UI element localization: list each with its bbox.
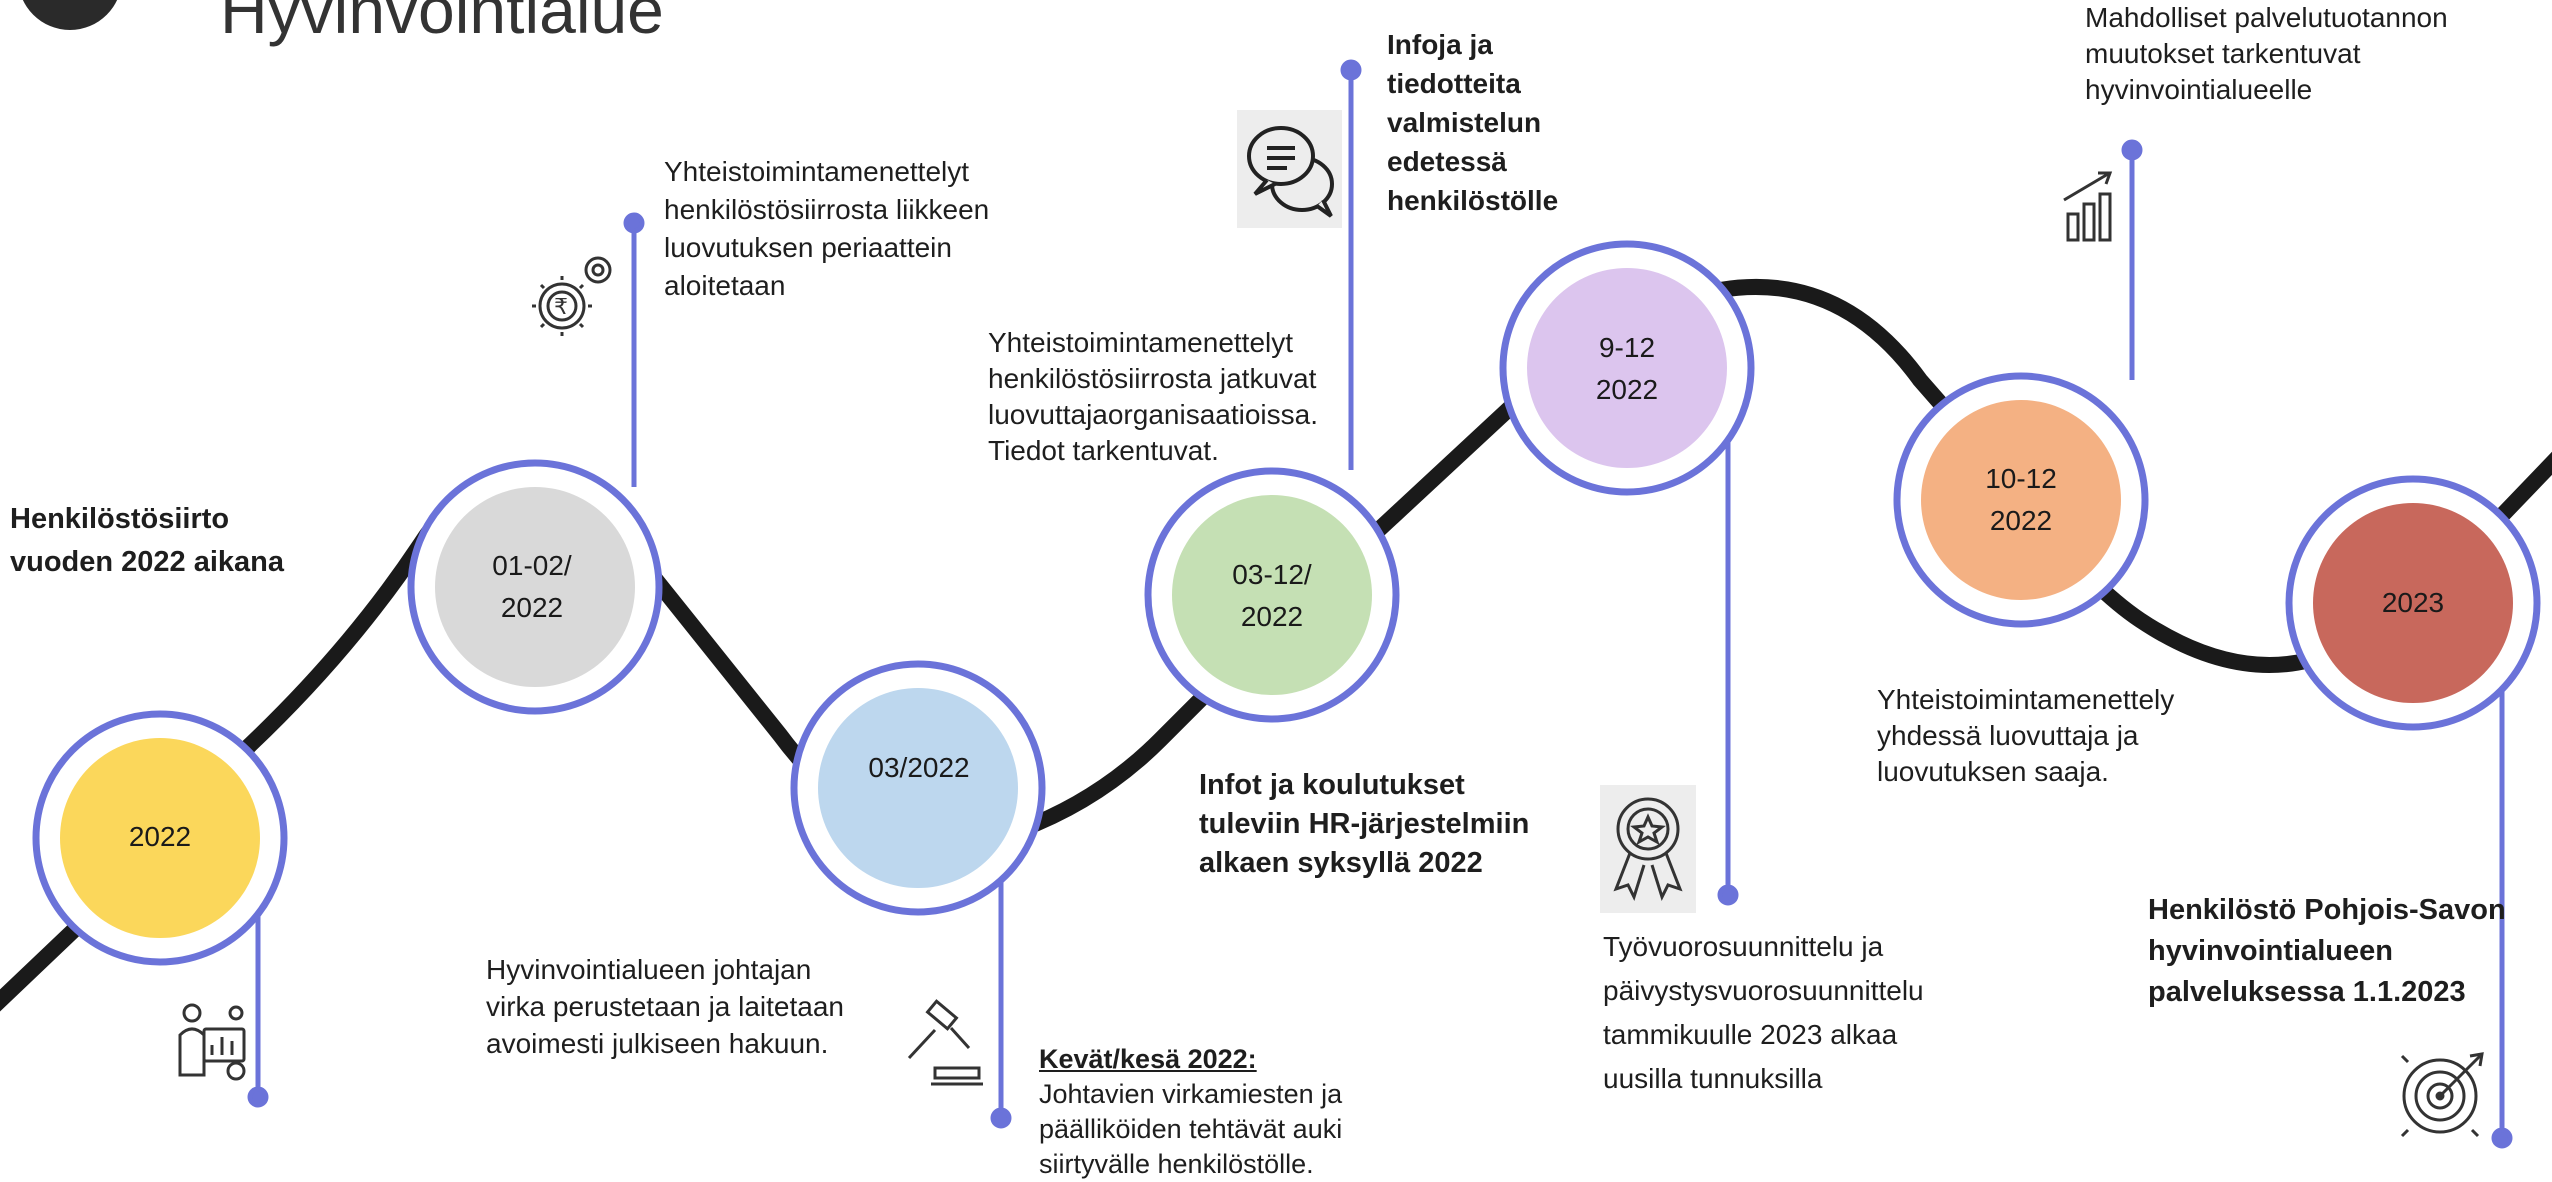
milestone-label-1012: 10-12 2022 (1985, 463, 2057, 536)
stem-dot-2022 (247, 1086, 269, 1108)
header-bullet (22, 0, 118, 30)
growth-chart-icon (2063, 171, 2113, 242)
milestone-fill-m1012 (1921, 400, 2121, 600)
stem-dot-03 (990, 1107, 1012, 1129)
milestone-label-0312: 03-12/ 2022 (1232, 559, 1312, 632)
stem-dot-912 (1717, 884, 1739, 906)
shift-planning-text: Työvuorosuunnittelu ja päivystysvuorosuu… (1603, 931, 1924, 1094)
milestone-fill-m0312 (1172, 495, 1372, 695)
milestone-fill-m03 (818, 688, 1018, 888)
timeline-diagram: ₹ (0, 0, 2552, 1149)
milestone-label-2022: 2022 (128, 821, 192, 852)
milestone-fill-m0102 (435, 487, 635, 687)
page-title: Hyvinvointialue (220, 0, 664, 47)
target-arrow-icon (2400, 1052, 2484, 1138)
spring-text-block: Kevät/kesä 2022: Johtavien virkamiesten j… (1039, 1007, 1342, 1182)
milestone-label-0102: 01-02/ 2022 (492, 550, 572, 623)
yt-continue-text: Yhteistoimintamenettelyt henkilöstösiirr… (988, 327, 1318, 466)
service-changes-text: Mahdolliset palvelutuotannon muutokset t… (2085, 2, 2448, 105)
spring-title: Kevät/kesä 2022: (1039, 1044, 1257, 1074)
milestone-fill-m2023 (2313, 503, 2513, 703)
milestone-label-912: 9-12 2022 (1595, 332, 1659, 405)
infoja-text: Infoja ja tiedotteita valmistelun edetes… (1387, 29, 1559, 216)
stem-dot-2023 (2491, 1127, 2513, 1149)
svg-text:₹: ₹ (554, 295, 568, 320)
milestone-label-2023: 2023 (2381, 587, 2445, 618)
stem-dot-1012 (2121, 139, 2143, 161)
yt-joint-text: Yhteistoimintamenettely yhdessä luovutta… (1877, 684, 2175, 787)
final-text: Henkilöstö Pohjois-Savon hyvinvointialue… (2148, 894, 2506, 1008)
director-text: Hyvinvointialueen johtajan virka peruste… (486, 954, 844, 1059)
milestone-fill-m912 (1527, 268, 1727, 468)
spring-body: Johtavien virkamiesten ja päälliköiden t… (1039, 1079, 1343, 1179)
gavel-icon (907, 999, 983, 1086)
milestone-label-03: 03/2022 (868, 752, 970, 783)
stem-dot-0102 (623, 212, 645, 234)
stem-dot-0312 (1340, 59, 1362, 81)
hr-training-text: Infot ja koulutukset tuleviin HR-järjest… (1199, 769, 1530, 879)
money-gears-icon: ₹ (532, 256, 612, 336)
yt-start-text: Yhteistoimintamenettelyt henkilöstösiirr… (664, 156, 990, 301)
analytics-person-icon (178, 1003, 246, 1081)
milestone-fill-m2022 (60, 738, 260, 938)
chat-bubbles-icon (1237, 110, 1342, 228)
intro-text: Henkilöstösiirto vuoden 2022 aikana (10, 503, 285, 578)
award-badge-icon (1600, 785, 1696, 913)
